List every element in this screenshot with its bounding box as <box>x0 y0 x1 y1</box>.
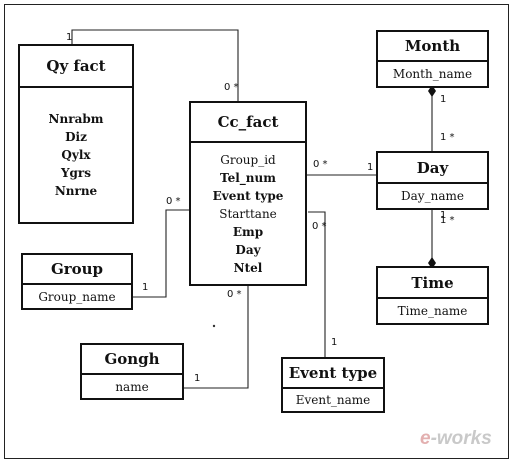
entity-event-type: Event type Event_name <box>281 357 385 413</box>
multiplicity-label: 1 <box>66 32 73 43</box>
attribute: Tel_num <box>220 170 276 185</box>
entity-title: Group <box>23 255 131 285</box>
attribute: Day <box>235 242 261 257</box>
entity-attributes: name <box>82 375 182 398</box>
entity-title: Time <box>378 268 487 299</box>
entity-attributes: Group_id Tel_num Event type Starttane Em… <box>191 143 305 284</box>
entity-attributes: Event_name <box>283 389 383 411</box>
attribute: Group_name <box>38 289 116 304</box>
entity-gongh: Gongh name <box>80 343 184 400</box>
entity-attributes: Day_name <box>378 184 487 208</box>
attribute: name <box>115 379 149 394</box>
entity-attributes: Time_name <box>378 299 487 323</box>
multiplicity-label: 1 * <box>440 215 455 226</box>
entity-qy-fact: Qy fact Nnrabm Diz Qylx Ygrs Nnrne <box>18 44 134 224</box>
stray-dot <box>212 324 216 328</box>
connector-qy-cc <box>71 29 239 101</box>
attribute: Event type <box>212 188 284 203</box>
entity-time: Time Time_name <box>376 266 489 325</box>
multiplicity-label: 1 <box>440 210 447 221</box>
multiplicity-label: 0 * <box>224 82 239 93</box>
attribute: Day_name <box>401 189 464 203</box>
attribute: Time_name <box>397 304 468 318</box>
aggregation-diamond-month <box>428 85 436 97</box>
entity-day: Day Day_name <box>376 151 489 210</box>
multiplicity-label: 0 * <box>313 159 328 170</box>
multiplicity-label: 1 <box>142 282 149 293</box>
attribute: Month_name <box>392 67 473 81</box>
attribute: Emp <box>232 224 264 239</box>
attribute: Qylx <box>61 148 91 162</box>
entity-title: Cc_fact <box>191 103 305 143</box>
multiplicity-label: 1 <box>331 337 338 348</box>
multiplicity-label: 1 <box>367 162 374 173</box>
entity-attributes: Month_name <box>378 62 487 86</box>
entity-title: Event type <box>283 359 383 389</box>
entity-attributes: Nnrabm Diz Qylx Ygrs Nnrne <box>20 88 132 222</box>
entity-title: Qy fact <box>20 46 132 88</box>
entity-attributes: Group_name <box>23 285 131 308</box>
multiplicity-label: 0 * <box>312 221 327 232</box>
attribute: Diz <box>65 130 87 144</box>
attribute: Group_id <box>220 152 276 167</box>
connector-cc-event <box>308 211 326 357</box>
multiplicity-label: 0 * <box>166 196 181 207</box>
watermark-suffix: works <box>436 428 492 449</box>
connector-cc-group <box>132 209 189 298</box>
attribute: Event_name <box>295 393 371 407</box>
entity-group: Group Group_name <box>21 253 133 310</box>
entity-title: Day <box>378 153 487 184</box>
entity-title: Month <box>378 32 487 62</box>
connector-cc-gongh <box>164 285 249 389</box>
multiplicity-label: 1 <box>194 373 201 384</box>
multiplicity-label: 1 <box>440 94 447 105</box>
entity-month: Month Month_name <box>376 30 489 88</box>
watermark-logo: e-works <box>420 428 492 449</box>
attribute: Nnrne <box>54 184 98 198</box>
entity-title: Gongh <box>82 345 182 375</box>
attribute: Ntel <box>233 260 263 275</box>
multiplicity-label: 1 * <box>440 132 455 143</box>
watermark-prefix: e <box>420 428 431 449</box>
attribute: Starttane <box>219 206 277 221</box>
attribute: Nnrabm <box>48 112 104 126</box>
attribute: Ygrs <box>60 166 92 180</box>
entity-cc-fact: Cc_fact Group_id Tel_num Event type Star… <box>189 101 307 286</box>
multiplicity-label: 0 * <box>227 289 242 300</box>
